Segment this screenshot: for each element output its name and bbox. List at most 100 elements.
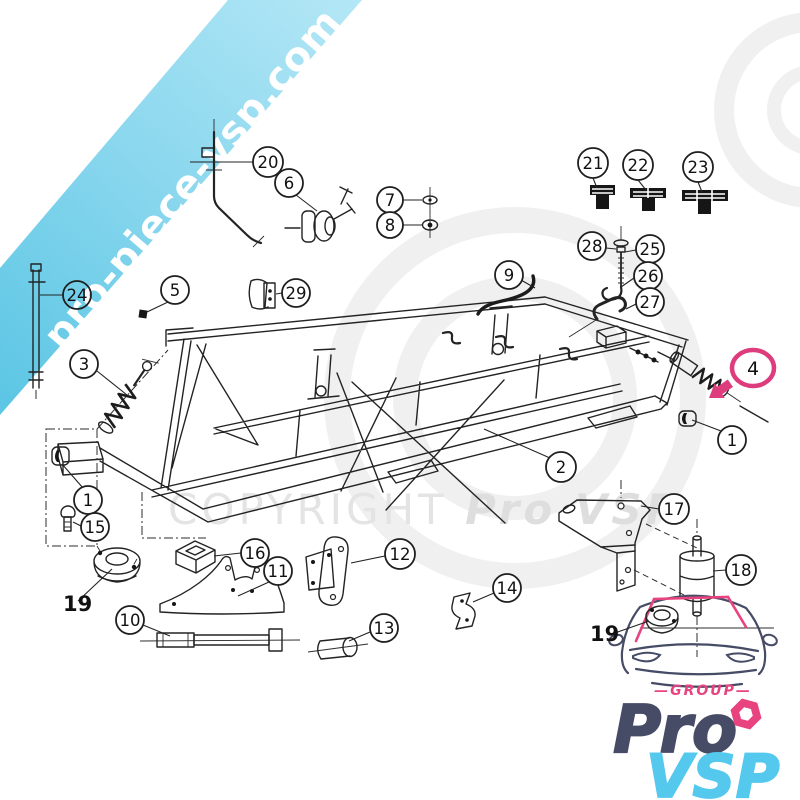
callout-number: 20 [258,153,279,172]
callout-27: 27 [625,287,665,317]
callout-8: 8 [376,211,422,239]
callout-21: 21 [577,147,609,189]
part-25-28-hook-bolt [601,239,629,302]
part-19-left-mount [93,545,141,583]
callout-4: 4 [709,347,777,398]
callout-19-right: 19 [590,620,650,646]
part-10-axle-rod [156,628,283,652]
part-3-shock-absorber [97,358,159,434]
callout-number: 4 [747,358,759,380]
callout-number: 16 [245,544,266,563]
callout-29: 29 [275,278,311,308]
callout-24: 24 [40,280,92,310]
part-15-bolt [60,505,76,532]
brand-logo: —GROUP— Pro VSP [612,683,780,800]
part-5-square-pad [138,309,148,319]
callout-number: 25 [640,240,661,259]
part-14-z-bracket [451,592,476,630]
callout-number: 29 [286,284,307,303]
part-19-right-mount [645,605,679,634]
callout-number: 22 [628,156,649,175]
part-number-label: 19 [63,592,92,616]
frame-hooks [441,331,579,361]
callout-number: 17 [664,500,685,519]
part-16-bracket [175,540,216,574]
callout-number: 26 [638,267,659,286]
part-1-left-bump-stop [51,446,70,466]
callout-23: 23 [682,151,714,193]
callout-2: 2 [483,428,577,483]
part-22-clamp [630,188,666,211]
callout-28: 28 [577,231,617,261]
part-6-horn [284,186,356,243]
logo-pro: Pro [613,691,737,768]
copyright-watermark: COPYRIGHT Pro VSP [168,485,680,534]
callout-number: 23 [688,158,709,177]
callout-number: 3 [79,355,90,374]
callout-number: 24 [67,286,88,305]
callout-5: 5 [146,275,190,313]
car-mirror-right [762,633,778,647]
callout-number: 14 [497,579,518,598]
callout-number: 8 [385,216,396,235]
part-8-nut [421,212,439,238]
chassis-frame-drawing [57,296,769,524]
callout-18: 18 [712,554,757,586]
callout-number: 2 [556,458,567,477]
part-13-spacer-tube [317,636,358,660]
callout-10: 10 [115,605,171,637]
callout-17: 17 [640,493,690,525]
callout-number: 21 [583,154,604,173]
callout-22: 22 [622,149,654,191]
part-7-washer [422,187,438,213]
part-1-right-bump-stop [678,410,697,427]
callout-12: 12 [350,538,416,570]
car-mirror-left [608,633,624,647]
brand-car-sketch [608,594,778,688]
callout-number: 1 [83,491,94,510]
callout-number: 18 [731,561,752,580]
part-27-hook [592,296,627,321]
callout-14: 14 [472,573,522,603]
callout-25: 25 [624,234,665,264]
callout-number: 1 [727,431,738,450]
callout-7: 7 [376,186,422,214]
callout-1-right: 1 [691,419,747,455]
callout-6: 6 [274,168,318,212]
callout-20: 20 [190,146,284,178]
callout-number: 10 [120,611,141,630]
car-headlight-right [725,652,755,663]
highlight-arrow-icon [709,379,733,398]
callout-number: 11 [268,562,289,581]
part-number-label: 19 [590,622,619,646]
callout-number: 6 [284,174,295,193]
part-18-canister [679,535,715,617]
part-9-cable [476,274,536,316]
part-29-sleeve-clamp [248,278,276,310]
callout-19-left: 19 [63,568,113,616]
car-windshield-pink [634,595,748,643]
part-12-bracket-plate [305,536,349,606]
part-20-bent-tube [201,119,265,248]
logo-vsp: VSP [646,742,780,800]
car-headlight-left [632,651,662,663]
callout-15: 15 [72,512,110,542]
logo-group-label: —GROUP— [654,683,752,699]
callout-number: 27 [640,293,661,312]
part-21-clamp [590,185,615,209]
part-23-clamp [682,190,728,214]
part-24-rod [28,263,46,389]
construction-lines [35,226,774,657]
callout-9: 9 [494,260,536,290]
callout-13: 13 [348,613,399,643]
callout-1-left: 1 [61,463,103,515]
callout-number: 12 [390,545,411,564]
ribbon-banner: pro-piece-vsp.com [0,0,362,415]
logo-nut-hole [739,707,753,721]
callout-16: 16 [213,538,270,568]
callout-3: 3 [69,349,128,396]
callout-number: 9 [504,266,515,285]
